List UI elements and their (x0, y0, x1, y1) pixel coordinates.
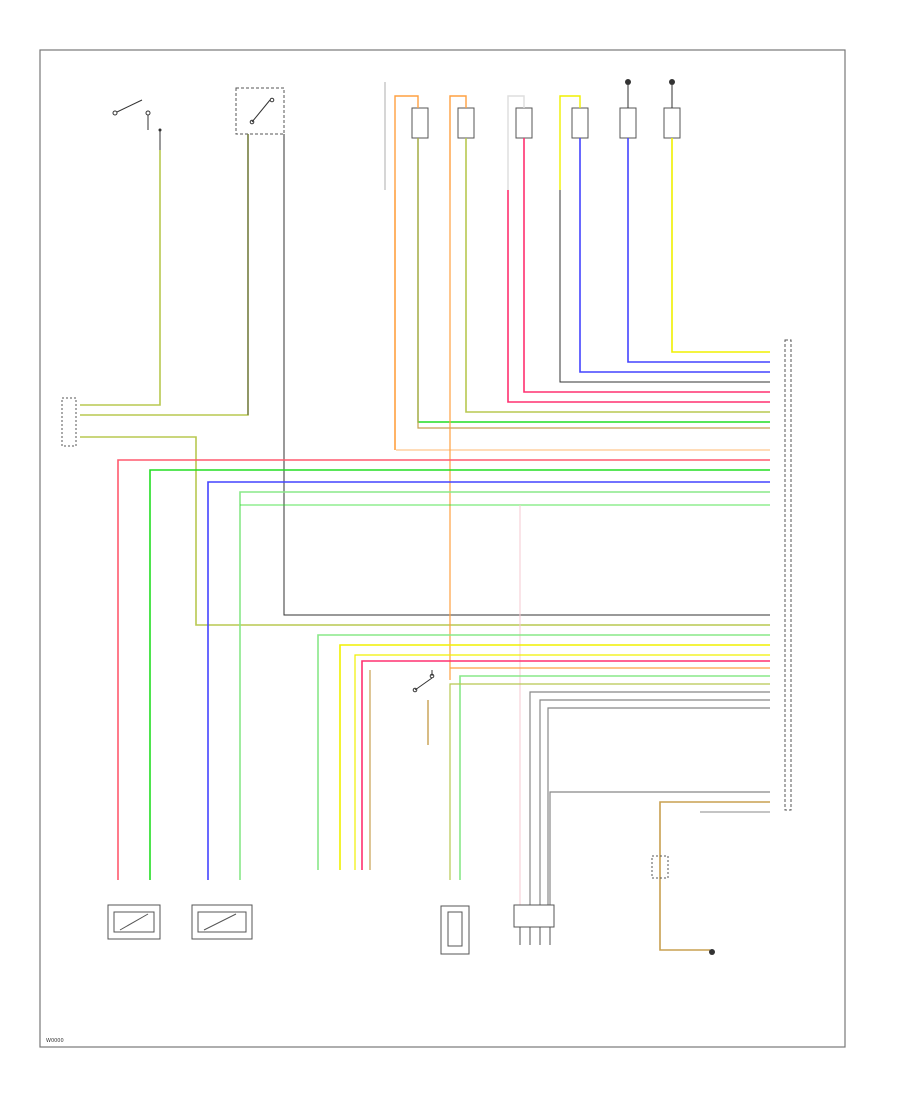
ecm-bottom-wires (549, 791, 770, 951)
center-connector (440, 905, 470, 955)
wire-ignition (80, 150, 161, 406)
ground-connector (513, 904, 555, 945)
sensor-right (191, 904, 253, 940)
left-connector (61, 397, 770, 626)
sensor-left (107, 904, 161, 940)
ecm-upper-wires (394, 138, 770, 680)
top-connectors (384, 79, 681, 190)
wire-switch-2 (283, 134, 770, 616)
ignition-switch (112, 99, 162, 150)
footer-code: W0000 (46, 1038, 64, 1044)
diagram-frame (39, 49, 846, 1048)
wire-switch-1 (80, 134, 249, 416)
ecm-block (784, 339, 792, 811)
brake-switch (412, 670, 435, 745)
ground-point (709, 949, 715, 955)
ecm-lower-wires (317, 634, 770, 905)
switch-box (235, 87, 285, 135)
ecm-middle-wires (117, 459, 770, 905)
